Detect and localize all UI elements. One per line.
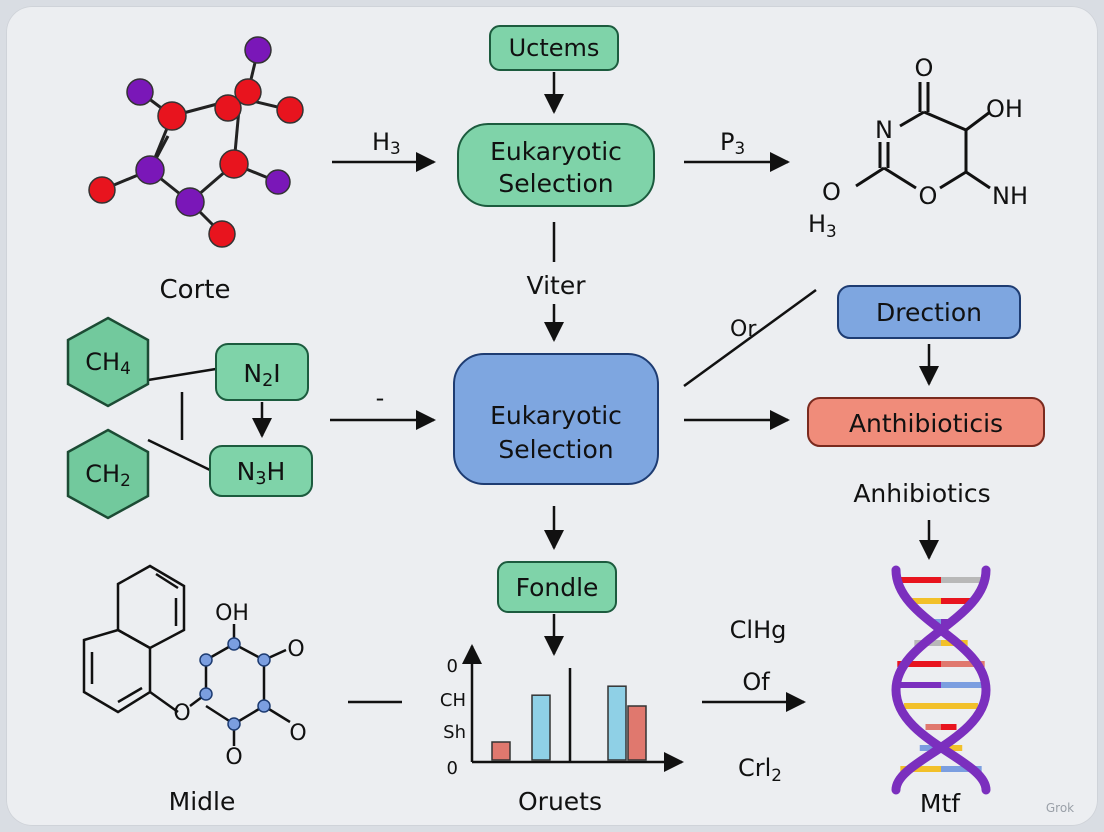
node-drection-box	[837, 285, 1021, 339]
fused-ring-atoms	[199, 637, 271, 731]
node-eukaryotic-mid-line2: Selection	[498, 435, 613, 464]
chart-bar	[531, 694, 551, 761]
hexagon-i-mark: I	[179, 405, 185, 429]
chart-bar	[491, 741, 511, 761]
atom-purple	[126, 78, 154, 106]
node-drection-label: Drection	[876, 298, 982, 327]
diagonal-or-line	[683, 288, 817, 388]
label-crl2: Crl2	[738, 754, 782, 785]
dna-strand-b	[891, 565, 991, 795]
hexagon-ch4-label: CH4	[85, 348, 131, 378]
mol2-oh: OH	[215, 601, 249, 626]
node-anthibioticis-box	[807, 397, 1045, 447]
mol-h3: H3	[808, 210, 837, 241]
mol2-o3: O	[289, 721, 306, 746]
mol2-o4: O	[225, 745, 242, 770]
mol-oh: OH	[986, 95, 1023, 123]
node-uctems-box	[489, 25, 619, 71]
atom-red	[88, 176, 116, 204]
node-n2i-label: N2I	[243, 359, 280, 391]
mol-o-top: O	[915, 54, 934, 82]
arrow-label-p3: P3	[720, 128, 745, 158]
node-anthibioticis-label: Anthibioticis	[849, 409, 1003, 438]
label-mtf: Mtf	[920, 789, 961, 818]
label-dash: -	[376, 384, 385, 412]
ring-molecule	[855, 82, 991, 190]
watermark: Grok	[1046, 801, 1074, 815]
label-oruets: Oruets	[518, 787, 602, 816]
mol2-o2: O	[287, 637, 304, 662]
atom-red	[208, 220, 236, 248]
atom-red	[234, 78, 262, 106]
chart-ytick-1: CH	[440, 690, 466, 711]
label-viter: Viter	[527, 271, 587, 300]
atom-purple	[135, 155, 165, 185]
mol-o-left: O	[822, 178, 841, 206]
label-corte: Corte	[160, 275, 231, 305]
label-of: Of	[742, 668, 770, 696]
chart-ytick-0: 0	[447, 656, 458, 677]
hexagon-cluster	[66, 316, 223, 520]
atom-red	[219, 149, 249, 179]
node-eukaryotic-top-line2: Selection	[498, 169, 613, 198]
node-uctems-label: Uctems	[509, 34, 600, 62]
arrow-label-h3: H3	[372, 128, 401, 158]
node-eukaryotic-top-line1: Eukaryotic	[490, 137, 622, 166]
node-fondle-label: Fondle	[516, 573, 599, 602]
hexagon-ch4	[66, 316, 150, 408]
mol-nh: NH	[992, 182, 1028, 210]
node-n3h-box	[209, 445, 313, 497]
fused-ring-molecule	[82, 564, 291, 746]
atom-red	[276, 96, 304, 124]
label-anhibiotics: Anhibiotics	[853, 479, 990, 508]
atom-red	[157, 101, 187, 131]
hexagon-ch2	[66, 428, 150, 520]
hexagon-ch2-label: CH2	[85, 460, 131, 490]
node-eukaryotic-top-box	[457, 123, 655, 207]
mol-o-ring: O	[919, 182, 938, 210]
atom-red	[214, 94, 242, 122]
label-clhg: ClHg	[730, 616, 787, 644]
chart-ytick-3: 0	[447, 758, 458, 779]
node-fondle-box	[497, 561, 617, 613]
chart-bar	[627, 705, 647, 761]
mol2-o1: O	[173, 701, 190, 726]
label-or: Or	[730, 317, 757, 342]
node-n2i-box	[215, 343, 309, 401]
mini-chart: 0 CH Sh 0	[440, 644, 684, 779]
diagram-canvas: Corte Uctems Eukaryotic Selection H3 P3 …	[6, 6, 1098, 826]
atom-purple	[175, 187, 205, 217]
chart-ytick-2: Sh	[443, 722, 466, 743]
node-eukaryotic-mid-box	[453, 353, 659, 485]
atom-purple	[265, 169, 291, 195]
atoms	[88, 36, 304, 248]
dna-helix	[891, 565, 991, 795]
dna-strand-a	[891, 565, 991, 795]
diagram-svg: Corte Uctems Eukaryotic Selection H3 P3 …	[66, 25, 1074, 818]
chart-bar	[607, 685, 627, 761]
mol-n: N	[875, 116, 893, 144]
atom-purple	[244, 36, 272, 64]
label-midle: Midle	[169, 787, 236, 816]
node-n3h-label: N3H	[237, 457, 286, 489]
node-eukaryotic-mid-line1: Eukaryotic	[490, 401, 622, 430]
